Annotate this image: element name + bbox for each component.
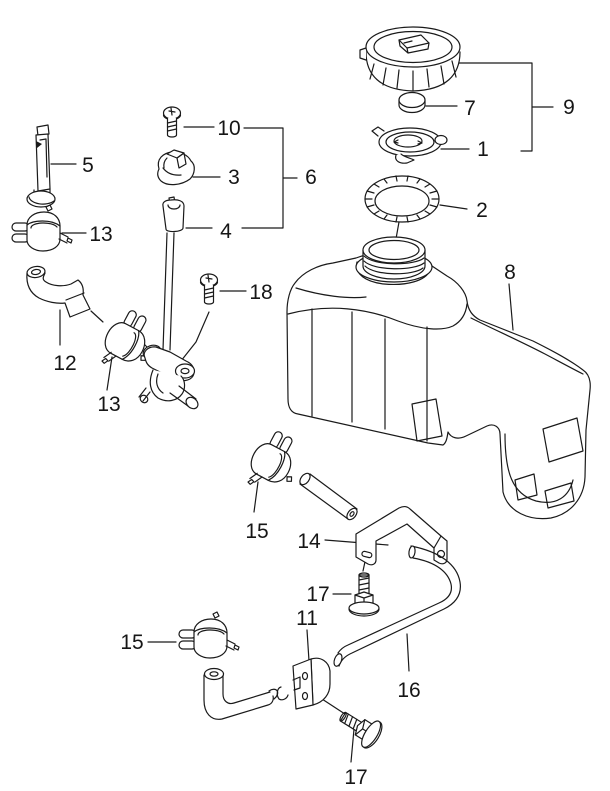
part-1-cap-retainer [371,126,448,164]
axis-hose-clamp [90,310,104,323]
tank-filler-neck [355,236,433,283]
leader-13b [106,356,113,391]
callout-6: 6 [305,166,317,189]
callout-17a: 17 [306,583,329,606]
leader-16 [406,633,410,672]
tank-lobe-tab2 [544,482,575,509]
tank-face-ribs [311,308,428,442]
part-15-clamp-upper [239,425,310,502]
tank-lobe-tab1 [514,473,538,501]
leader-17b [350,728,355,763]
part-5-fuel-gauge [26,124,56,208]
part-2-lock-ring [364,175,440,223]
tank-notch [411,398,443,442]
part-4-suction-tube [162,196,185,351]
callout-11: 11 [296,607,318,630]
bracket-6 [241,127,298,229]
tank-lobe-inner [504,433,574,503]
part-15-clamp-lower [178,611,240,659]
callout-13a: 13 [89,223,112,246]
part-17-bolt-upper [348,572,380,617]
callout-13b: 13 [97,393,120,416]
part-14-spacer-tube [299,472,358,521]
part-10-screw [162,106,182,138]
fuel-valve [138,344,199,410]
part-13-clamp-upper [11,204,73,252]
callout-2: 2 [476,199,488,222]
part-16-hose [333,545,461,667]
leader-18-to-valve [176,311,210,367]
part-8-fuel-tank [286,251,591,520]
leader-8 [508,283,514,331]
tank-ridge [287,303,468,330]
leader-2 [439,204,468,210]
callout-18: 18 [249,281,272,304]
callout-labels: 10 5 3 6 13 4 18 7 9 1 2 8 12 13 15 14 1… [53,96,575,789]
part-12-hose [26,265,91,318]
part-7-gasket-disc [398,91,426,114]
part-9-fuel-cap [359,26,461,92]
leader-11 [306,629,310,662]
part-17-bolt-lower [332,702,387,752]
callout-10: 10 [217,117,240,140]
callout-15a: 15 [245,520,268,543]
leader-15a [253,481,259,513]
tank-saddle-line [470,317,584,375]
tank-lobe-cutout [542,417,584,463]
part-11-clip [276,657,331,710]
part-14-bracket [355,506,448,566]
leader-clip-bolt [321,698,349,717]
callout-14: 14 [297,530,321,553]
part-3-valve-knob [157,149,195,186]
callout-16: 16 [397,679,420,702]
callout-3: 3 [228,166,240,189]
callout-17b: 17 [344,766,367,789]
part-18-bolt [199,273,219,305]
tank-top-contour [295,287,367,299]
callout-1: 1 [477,138,489,161]
callout-12: 12 [53,352,76,375]
callout-15b: 15 [120,631,143,654]
callout-5: 5 [82,154,94,177]
callout-8: 8 [504,261,516,284]
callout-9: 9 [563,96,575,119]
outlet-elbow-hose [203,667,279,720]
callout-7: 7 [464,97,476,120]
leader-lines [50,62,554,763]
callout-4: 4 [220,220,232,243]
bracket-9 [456,62,554,152]
